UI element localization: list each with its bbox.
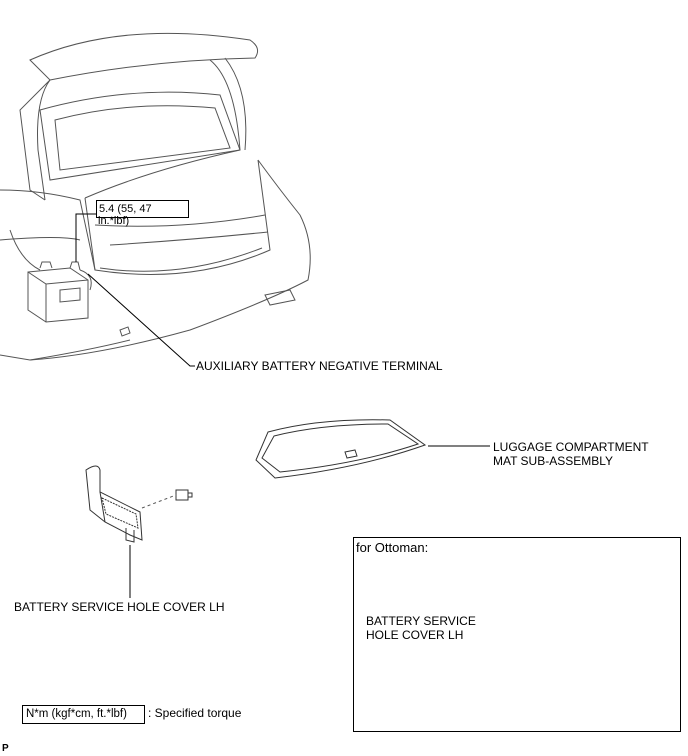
ottoman-cover-label-line1: BATTERY SERVICE [366,614,476,628]
ottoman-panel-title: for Ottoman: [356,540,429,555]
torque-value-unit: in.*lbf) [98,215,130,227]
aux-battery-terminal-label: AUXILIARY BATTERY NEGATIVE TERMINAL [196,359,443,373]
torque-value: 5.4 (55, 47 [99,203,152,215]
trunk-lid [19,32,259,201]
luggage-mat-label-line2: MAT SUB-ASSEMBLY [493,454,614,468]
ottoman-panel: for Ottoman: [353,537,681,732]
page-marker: P [2,743,9,754]
battery-cover-label: BATTERY SERVICE HOLE COVER LH [14,600,225,614]
luggage-mat-label-line1: LUGGAGE COMPARTMENT [493,440,649,454]
ottoman-cover-label-line2: HOLE COVER LH [366,628,464,642]
legend-description: : Specified torque [148,706,242,720]
battery-service-hole-cover [85,465,143,543]
legend-unit-text: N*m (kgf*cm, ft.*lbf) [26,708,127,720]
torque-leader [75,213,96,262]
auxiliary-battery [27,261,92,323]
torque-callout: 5.4 (55, 47 [96,200,189,218]
luggage-mat [255,419,427,479]
aux-terminal-leader [87,273,195,367]
legend-unit-box: N*m (kgf*cm, ft.*lbf) [22,705,145,724]
car-body [0,149,311,361]
clip-fastener [175,489,193,501]
